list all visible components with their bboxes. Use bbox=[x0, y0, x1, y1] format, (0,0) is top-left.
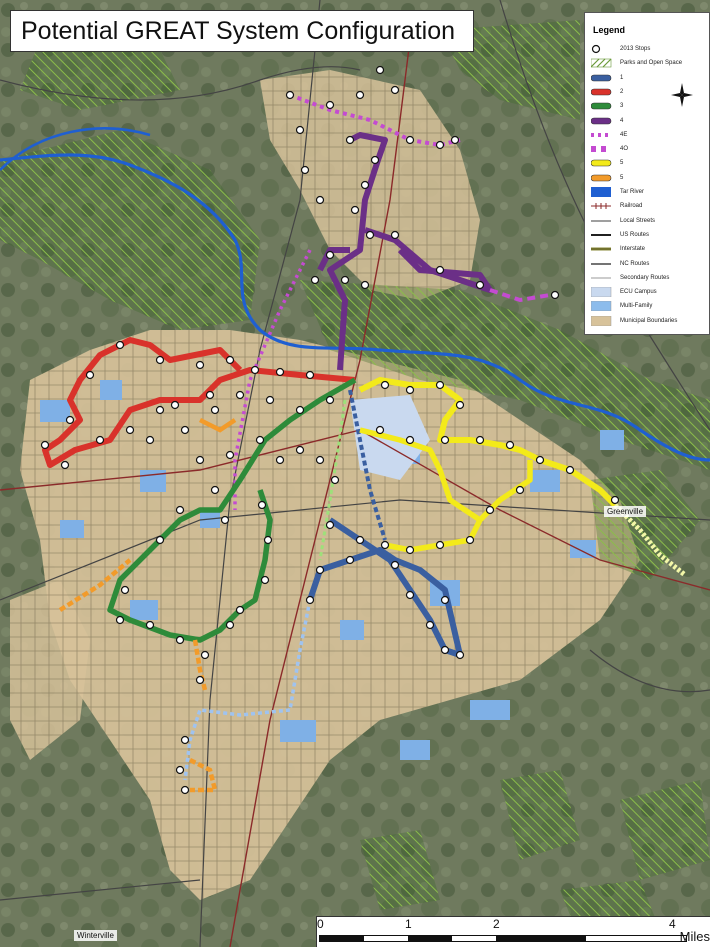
scale-tick-0: 0 bbox=[317, 917, 324, 931]
municipal-fill-icon bbox=[591, 315, 612, 326]
route-1-north bbox=[348, 389, 387, 541]
north-arrow-icon bbox=[671, 83, 693, 107]
scale-track bbox=[319, 935, 687, 942]
route-5-orange bbox=[58, 558, 218, 793]
multifamily-fill-icon bbox=[591, 301, 612, 312]
legend-item: 2013 Stops bbox=[591, 44, 709, 54]
route-line-icon bbox=[591, 102, 612, 110]
legend-item: Interstate bbox=[591, 244, 709, 254]
scale-tick-2: 2 bbox=[493, 917, 500, 931]
legend-item-label: 5 bbox=[620, 160, 624, 167]
legend-item-label: 1 bbox=[620, 74, 624, 81]
tar-river bbox=[0, 153, 710, 462]
route-line-icon bbox=[591, 174, 612, 181]
street-line-icon bbox=[591, 219, 611, 222]
scale-tick-4: 4 bbox=[669, 917, 676, 931]
legend-item: 4O bbox=[591, 144, 709, 154]
legend-item: 2 bbox=[591, 87, 709, 97]
legend-item-label: NC Routes bbox=[620, 260, 650, 267]
legend-item: Local Streets bbox=[591, 216, 709, 226]
route-1-dotted bbox=[183, 599, 312, 781]
scale-segment bbox=[320, 936, 364, 941]
legend-item: 4E bbox=[591, 130, 709, 140]
legend-item: 4 bbox=[591, 116, 709, 126]
legend-item-label: Parks and Open Space bbox=[620, 60, 683, 67]
legend-item: US Routes bbox=[591, 230, 709, 240]
route-4e-south bbox=[233, 249, 312, 510]
dotted-route-icon bbox=[591, 132, 611, 137]
legend-item: 3 bbox=[591, 101, 709, 111]
legend-item-label: Multi-Family bbox=[620, 303, 653, 310]
map-title: Potential GREAT System Configuration bbox=[21, 17, 455, 45]
railroad bbox=[0, 39, 710, 947]
legend-item: Municipal Boundaries bbox=[591, 315, 709, 326]
scale-segment bbox=[496, 936, 586, 941]
stop-circle-icon bbox=[591, 44, 601, 54]
legend-item-label: 4O bbox=[620, 146, 629, 153]
stops bbox=[40, 65, 620, 795]
legend-item: Railroad bbox=[591, 201, 709, 211]
route-orange-downtown bbox=[198, 417, 237, 433]
us-route-icon bbox=[591, 233, 611, 236]
place-label-greenville: Greenville bbox=[604, 506, 647, 517]
legend-item-label: Railroad bbox=[620, 203, 643, 210]
scale-bar: 0 1 2 4 Miles bbox=[316, 916, 710, 947]
legend-item-label: US Routes bbox=[620, 231, 650, 238]
legend-item: Secondary Routes bbox=[591, 273, 709, 283]
route-line-icon bbox=[591, 74, 612, 81]
nc-route-icon bbox=[591, 262, 611, 265]
legend-item: ECU Campus bbox=[591, 287, 709, 298]
place-label-winterville: Winterville bbox=[74, 930, 117, 941]
legend-item-label: Secondary Routes bbox=[620, 274, 670, 281]
hatch-green-icon bbox=[591, 58, 612, 68]
legend-item-label: Interstate bbox=[620, 246, 646, 253]
interstate-icon bbox=[591, 247, 611, 251]
legend-item-label: 4E bbox=[620, 131, 628, 138]
campus-fill-icon bbox=[591, 287, 612, 298]
scale-tick-1: 1 bbox=[405, 917, 412, 931]
legend-item-label: 2013 Stops bbox=[620, 46, 651, 52]
legend-item: 1 bbox=[591, 73, 709, 83]
legend-item-label: Tar River bbox=[620, 189, 645, 195]
route-2 bbox=[42, 337, 356, 468]
legend-item: NC Routes bbox=[591, 259, 709, 269]
legend-item: 5 bbox=[591, 173, 709, 183]
route-5 bbox=[358, 377, 618, 508]
legend-item-label: 3 bbox=[620, 103, 624, 110]
scale-segment bbox=[408, 936, 452, 941]
legend-item: Multi-Family bbox=[591, 301, 709, 312]
legend-item: 5 bbox=[591, 158, 709, 168]
legend-item-label: Local Streets bbox=[620, 217, 656, 224]
legend-item-label: Municipal Boundaries bbox=[620, 317, 678, 324]
municipal-southwest bbox=[10, 580, 90, 760]
legend-item-label: ECU Campus bbox=[620, 289, 657, 296]
route-3 bbox=[107, 377, 357, 643]
legend-title: Legend bbox=[593, 25, 626, 35]
legend-item: Parks and Open Space bbox=[591, 58, 709, 68]
route-line-icon bbox=[591, 160, 612, 167]
dashed-route-icon bbox=[591, 146, 606, 153]
map-title-box: Potential GREAT System Configuration bbox=[10, 10, 474, 52]
legend-item-label: 4 bbox=[620, 117, 624, 124]
parks-and-open-space bbox=[0, 20, 710, 940]
river-icon bbox=[591, 187, 611, 197]
secondary-route-icon bbox=[591, 277, 611, 279]
tar-river-upper bbox=[0, 127, 151, 171]
legend-item-label: 5 bbox=[620, 174, 624, 181]
scale-units: Miles bbox=[679, 929, 710, 944]
route-5-greenville-spur bbox=[613, 503, 687, 577]
route-line-icon bbox=[591, 117, 612, 124]
route-line-icon bbox=[591, 88, 612, 96]
legend-item-label: 2 bbox=[620, 88, 624, 95]
legend-item: Tar River bbox=[591, 187, 709, 197]
route-4o bbox=[489, 288, 551, 303]
railroad-icon bbox=[591, 203, 611, 210]
